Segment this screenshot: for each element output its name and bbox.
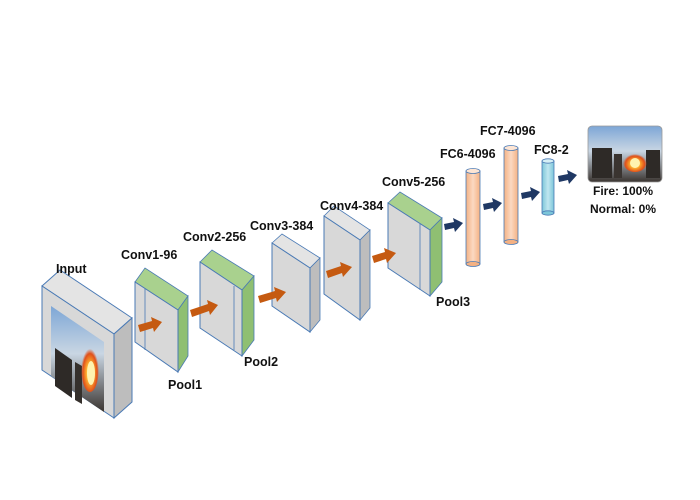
arrow-fc8-to-output <box>558 170 577 184</box>
normal-probability: Normal: 0% <box>590 202 656 216</box>
arrow-fc7-to-fc8 <box>521 187 540 201</box>
conv2-label: Conv2-256 <box>183 230 246 244</box>
input-fire-image <box>51 306 104 412</box>
fc7-cylinder <box>503 145 519 245</box>
conv1-block <box>134 267 189 374</box>
conv4-block <box>323 205 371 322</box>
conv3-block <box>271 233 321 334</box>
input-block <box>41 269 133 420</box>
arrow-conv1-to-conv2 <box>138 317 162 332</box>
conv5-label: Conv5-256 <box>382 175 445 189</box>
arrow-conv3-to-conv4 <box>258 287 286 303</box>
conv1-label: Conv1-96 <box>121 248 177 262</box>
output-fire-image <box>587 125 663 183</box>
conv3-label: Conv3-384 <box>250 219 313 233</box>
input-label: Input <box>56 262 87 276</box>
arrow-fc6-to-fc7 <box>483 198 502 212</box>
pool3-label: Pool3 <box>436 295 470 309</box>
fc8-cylinder <box>541 158 555 216</box>
pool2-label: Pool2 <box>244 355 278 369</box>
conv2-block <box>199 249 255 358</box>
fc6-label: FC6-4096 <box>440 147 496 161</box>
arrow-pool3-to-fc6 <box>444 218 463 232</box>
fc6-cylinder <box>465 168 481 267</box>
arrow-conv2-to-conv3 <box>190 300 218 317</box>
arrow-conv5-to-next <box>372 248 396 263</box>
conv4-label: Conv4-384 <box>320 199 383 213</box>
arrow-conv4-to-conv5 <box>326 262 352 278</box>
fc7-label: FC7-4096 <box>480 124 536 138</box>
fire-probability: Fire: 100% <box>593 184 653 198</box>
pool1-label: Pool1 <box>168 378 202 392</box>
fc8-label: FC8-2 <box>534 143 569 157</box>
conv5-block <box>387 191 443 298</box>
